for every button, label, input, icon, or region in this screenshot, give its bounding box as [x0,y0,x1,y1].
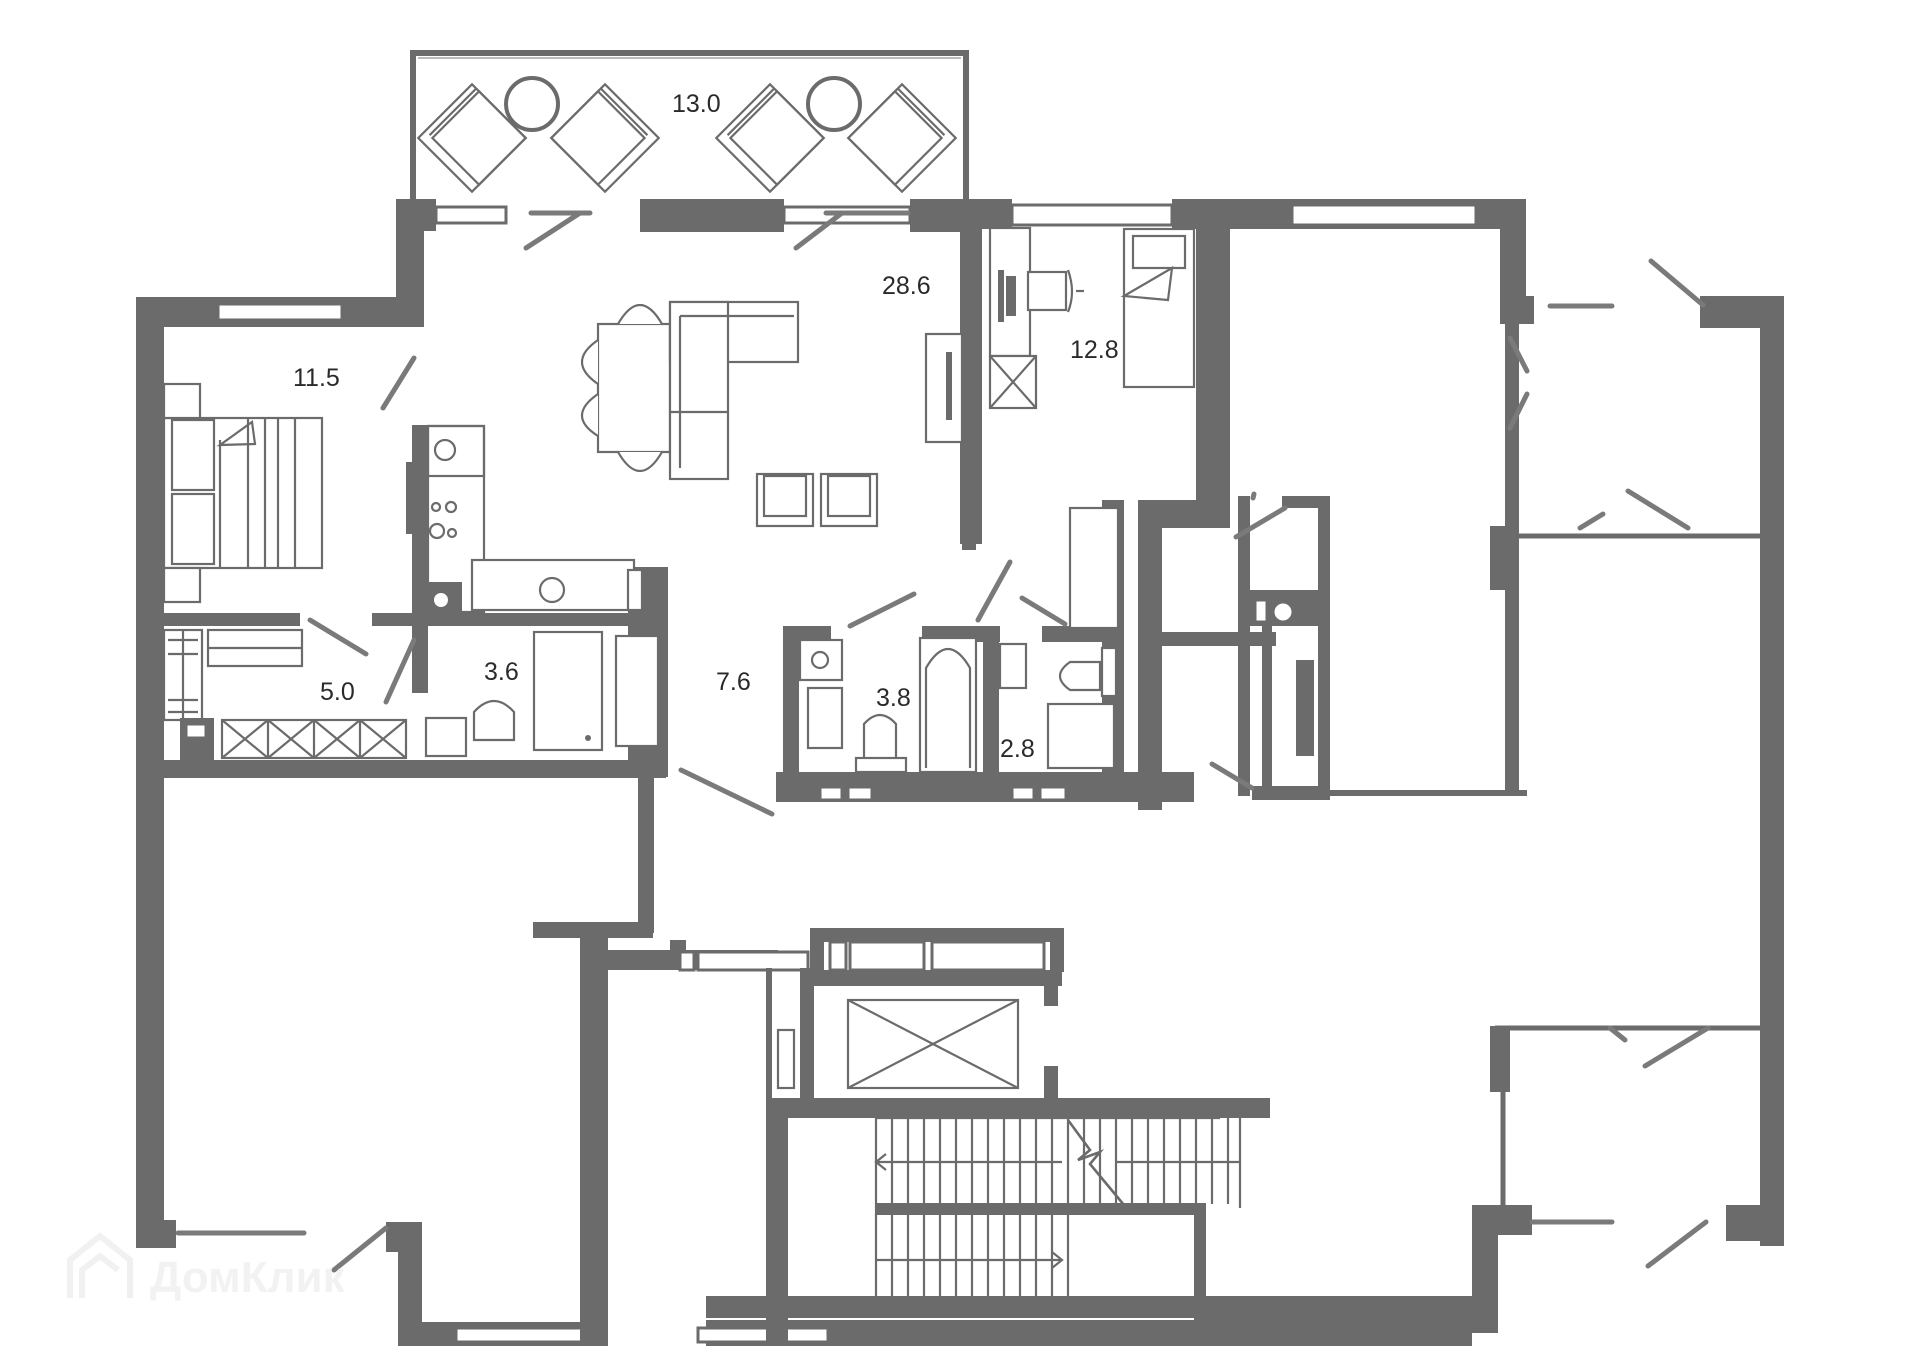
sink-icon [538,576,566,604]
wardrobe-icon [988,354,1038,410]
storage-cabinets-icon [220,718,408,760]
armchair-icon [755,472,815,528]
room-area-bedroom-1: 11.5 [293,364,340,392]
toilet-icon [472,699,516,742]
toilet-room: 2.8 [998,506,1120,770]
balcony-chair-icon [549,82,661,194]
corner-sofa-icon [668,300,800,481]
stove-icon [428,500,458,540]
walls [136,199,1784,1346]
living-room: 28.6 [581,272,964,528]
dining-table-icon [581,304,672,472]
room-area-bath-1: 3.6 [484,658,519,686]
room-area-hall: 7.6 [716,668,751,696]
room-area-wc: 2.8 [1000,735,1035,763]
house-logo-icon [67,1232,133,1298]
armchair-icon [819,472,879,528]
toilet-icon [1058,646,1118,698]
shower-icon [1046,702,1116,770]
bedroom-2: 12.8 [988,226,1196,410]
nightstand-icon [162,566,202,604]
bathtub-icon [918,636,978,774]
staircase-icon [874,1116,1242,1304]
watermark-text: ДомКлик [150,1253,346,1302]
balcony: 13.0 [410,50,969,200]
balcony-chair-icon [416,82,528,194]
shelving-icon [1068,506,1120,630]
bathroom-2: 3.8 [798,636,978,774]
tv-stand-icon [924,332,964,444]
single-bed-icon [1120,227,1196,389]
balcony-chair-icon [846,82,958,194]
washing-machine-icon [424,716,468,758]
sink-icon [806,686,844,750]
kitchen [406,424,644,616]
balcony-table-icon [806,76,862,132]
riser-icon [432,591,450,609]
shower-icon [532,630,604,752]
dressing-room: 5.0 [162,628,408,760]
room-area-balcony: 13.0 [672,90,721,118]
toilet-icon [854,713,908,774]
sink-icon [998,642,1028,690]
utility-riser-icon [1271,600,1295,624]
cooktop-icon [433,438,457,462]
room-area-bath-2: 3.8 [876,684,911,712]
room-area-living: 28.6 [882,272,931,300]
bathroom-1: 3.6 [424,630,660,758]
bedroom-1: 11.5 [162,364,340,604]
shelving-icon [162,628,304,722]
elevator-shaft-icon [846,998,1020,1090]
office-chair-icon [1026,269,1084,313]
hallway: 7.6 [716,668,751,696]
shelving-icon [614,634,660,748]
room-area-dressing: 5.0 [320,678,355,706]
nightstand-icon [162,382,202,420]
watermark: ДомКлик [67,1232,346,1302]
washer-icon [798,638,844,682]
balcony-chair-icon [714,82,826,194]
doors [175,210,1711,1273]
double-bed-icon [162,416,324,570]
building-core [776,998,1242,1304]
balcony-table-icon [504,76,560,132]
room-area-bedroom-2: 12.8 [1070,336,1119,364]
